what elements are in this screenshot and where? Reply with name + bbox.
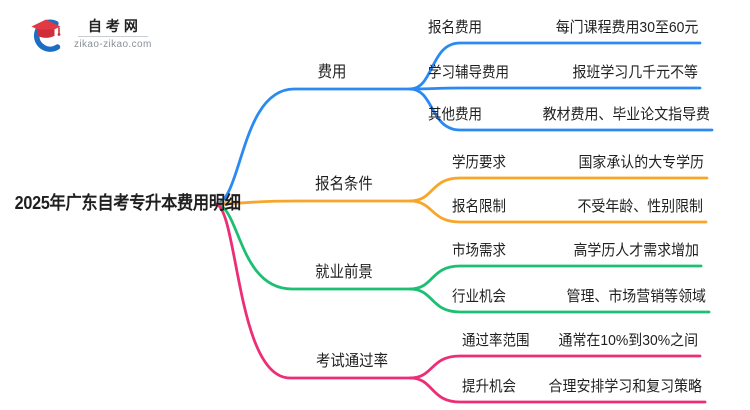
logo-divider	[77, 36, 148, 37]
logo-domain-url: zikao-zikao.com	[74, 39, 152, 50]
branch-line-exam-pass-rate	[213, 202, 412, 380]
branch-line-other-fees	[408, 87, 714, 132]
branch-line-tutoring-fee	[408, 86, 702, 91]
detail-market-demand: 高学历人才需求增加	[573, 242, 699, 259]
root-topic: 2025年广东自考专升本费用明细	[14, 193, 241, 213]
branch-line-fee	[213, 87, 412, 206]
subtopic-education-requirement: 学历要求	[452, 154, 507, 171]
branch-line-industry-opportunities	[408, 287, 711, 314]
subtopic-pass-rate-range: 通过率范围	[462, 332, 530, 349]
detail-industry-opportunities: 管理、市场营销等领域	[566, 288, 706, 305]
subtopic-registration-restrictions: 报名限制	[452, 198, 507, 215]
detail-other-fees: 教材费用、毕业论文指导费	[542, 106, 710, 123]
detail-registration-fee: 每门课程费用30至60元	[555, 19, 698, 36]
branch-line-pass-rate-range	[408, 354, 702, 380]
branch-topic-fee: 费用	[317, 64, 347, 81]
subtopic-tutoring-fee: 学习辅导费用	[428, 64, 510, 81]
branch-topic-exam-pass-rate: 考试通过率	[315, 353, 388, 370]
subtopic-registration-fee: 报名费用	[428, 19, 483, 36]
detail-tutoring-fee: 报班学习几千元不等	[572, 64, 698, 81]
branch-line-employment-prospects	[213, 202, 412, 291]
branch-line-registration-conditions	[213, 199, 412, 206]
subtopic-other-fees: 其他费用	[428, 106, 483, 123]
logo-site-name: 自考网	[87, 18, 142, 34]
subtopic-improvement-opportunities: 提升机会	[462, 378, 517, 395]
detail-education-requirement: 国家承认的大专学历	[578, 154, 704, 171]
detail-registration-restrictions: 不受年龄、性别限制	[577, 198, 703, 215]
logo-text-block: 自考网 zikao-zikao.com	[74, 18, 152, 50]
branch-line-market-demand	[408, 264, 703, 291]
subtopic-market-demand: 市场需求	[452, 242, 507, 259]
branch-line-registration-restrictions	[408, 199, 708, 224]
graduation-cap-logo-icon	[31, 19, 61, 52]
branch-line-registration-fee	[408, 41, 702, 91]
branch-line-improvement-opportunities	[408, 376, 707, 404]
detail-improvement-opportunities: 合理安排学习和复习策略	[548, 378, 702, 395]
site-logo: 自考网 zikao-zikao.com	[27, 14, 152, 54]
subtopic-industry-opportunities: 行业机会	[452, 288, 507, 305]
branch-topic-employment-prospects: 就业前景	[315, 264, 373, 281]
branch-line-education-requirement	[408, 176, 709, 203]
branch-topic-registration-conditions: 报名条件	[315, 176, 373, 193]
detail-pass-rate-range: 通常在10%到30%之间	[558, 332, 698, 349]
